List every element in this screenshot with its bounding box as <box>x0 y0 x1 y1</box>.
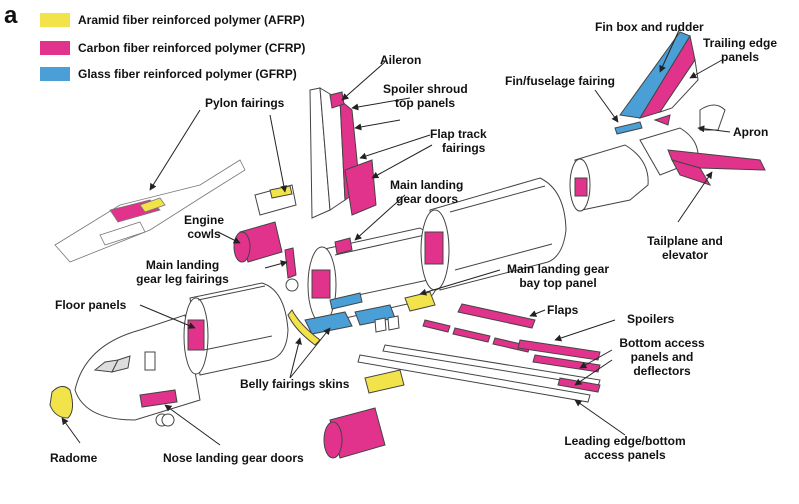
label-flap-track-fairings: Flap track fairings <box>430 127 487 155</box>
label-aileron: Aileron <box>380 53 422 67</box>
legend-swatch-gfrp <box>40 67 70 81</box>
label-pylon-fairings: Pylon fairings <box>205 96 285 110</box>
label-bottom-access-line2: panels and <box>630 350 694 364</box>
label-flap-track-line2: fairings <box>442 141 486 155</box>
label-trailing-edge-panels: Trailing edge panels <box>700 36 780 64</box>
label-leading-edge-line1: Leading edge/bottom <box>564 434 686 448</box>
label-mlg-bay-top-panel: Main landing gear bay top panel <box>498 262 618 290</box>
label-apron: Apron <box>733 125 769 139</box>
label-floor-panels: Floor panels <box>55 298 127 312</box>
label-tailplane-line2: elevator <box>661 248 709 262</box>
aircraft-overview-sketch <box>54 159 246 263</box>
panel-letter: a <box>4 2 18 29</box>
forward-fuselage <box>183 282 289 376</box>
spoilers <box>517 339 601 373</box>
wing-assembly <box>309 87 377 219</box>
label-tailplane-line1: Tailplane and <box>647 234 723 248</box>
pylon-fairings <box>254 184 297 216</box>
flaps <box>422 303 536 353</box>
main-gear-leg-fairings <box>284 247 299 292</box>
legend-swatch-afrp <box>40 13 70 27</box>
nose-section <box>74 314 201 427</box>
label-fin-box-rudder: Fin box and rudder <box>595 20 704 34</box>
label-spoiler-shroud: Spoiler shroud top panels <box>383 82 468 110</box>
leader-arrows <box>61 27 731 446</box>
main-gear-door-part <box>334 237 353 255</box>
label-main-gear-leg-fairings: Main landing gear leg fairings <box>130 258 235 286</box>
label-leading-edge-panels: Leading edge/bottom access panels <box>560 434 690 462</box>
label-spoiler-shroud-line2: top panels <box>395 96 456 110</box>
label-fin-fuselage-fairing: Fin/fuselage fairing <box>505 74 616 88</box>
label-mlg-bay-line1: Main landing gear <box>506 262 609 276</box>
label-radome: Radome <box>50 451 98 465</box>
label-leading-edge-line2: access panels <box>584 448 666 462</box>
tail-cone <box>569 104 726 212</box>
label-main-gear-leg-line1: Main landing <box>145 258 220 272</box>
label-engine-cowls-line2: cowls <box>187 227 221 241</box>
legend-label-gfrp: Glass fiber reinforced polymer (GFRP) <box>78 67 297 81</box>
fin-and-rudder <box>614 31 699 135</box>
label-nose-landing-gear-doors: Nose landing gear doors <box>163 451 304 465</box>
label-main-gear-leg-line2: gear leg fairings <box>136 272 229 286</box>
label-main-gear-doors: Main landing gear doors <box>390 178 463 206</box>
label-engine-cowls: Engine cowls <box>178 213 230 241</box>
engine-cowl-top <box>233 221 283 263</box>
radome-part <box>49 386 74 419</box>
legend-label-afrp: Aramid fiber reinforced polymer (AFRP) <box>78 13 305 27</box>
label-bottom-access-line1: Bottom access <box>619 336 705 350</box>
label-bottom-access-line3: deflectors <box>633 364 691 378</box>
label-tailplane-elevator: Tailplane and elevator <box>640 234 730 262</box>
label-mlg-bay-line2: bay top panel <box>519 276 597 290</box>
label-bottom-access-panels: Bottom access panels and deflectors <box>614 336 710 378</box>
floor-panel-grid <box>187 319 205 351</box>
label-main-gear-doors-line1: Main landing <box>390 178 464 192</box>
nose-gear-door-part <box>139 389 178 408</box>
leading-edge-panels <box>357 344 601 403</box>
label-spoilers: Spoilers <box>627 312 675 326</box>
label-trailing-edge-line2: panels <box>720 50 759 64</box>
label-spoiler-shroud-line1: Spoiler shroud <box>383 82 468 96</box>
label-flaps: Flaps <box>547 303 579 317</box>
label-belly-fairings: Belly fairings skins <box>240 377 350 391</box>
label-flap-track-line1: Flap track <box>430 127 487 141</box>
rear-fuselage <box>420 177 567 291</box>
engine-cowl-lower <box>323 369 405 459</box>
label-main-gear-doors-line2: gear doors <box>396 192 459 206</box>
label-engine-cowls-line1: Engine <box>183 213 224 227</box>
label-trailing-edge-line1: Trailing edge <box>702 36 777 50</box>
legend-swatch-cfrp <box>40 41 70 55</box>
legend-label-cfrp: Carbon fiber reinforced polymer (CFRP) <box>78 41 306 55</box>
tailplane-elevator <box>667 149 766 186</box>
